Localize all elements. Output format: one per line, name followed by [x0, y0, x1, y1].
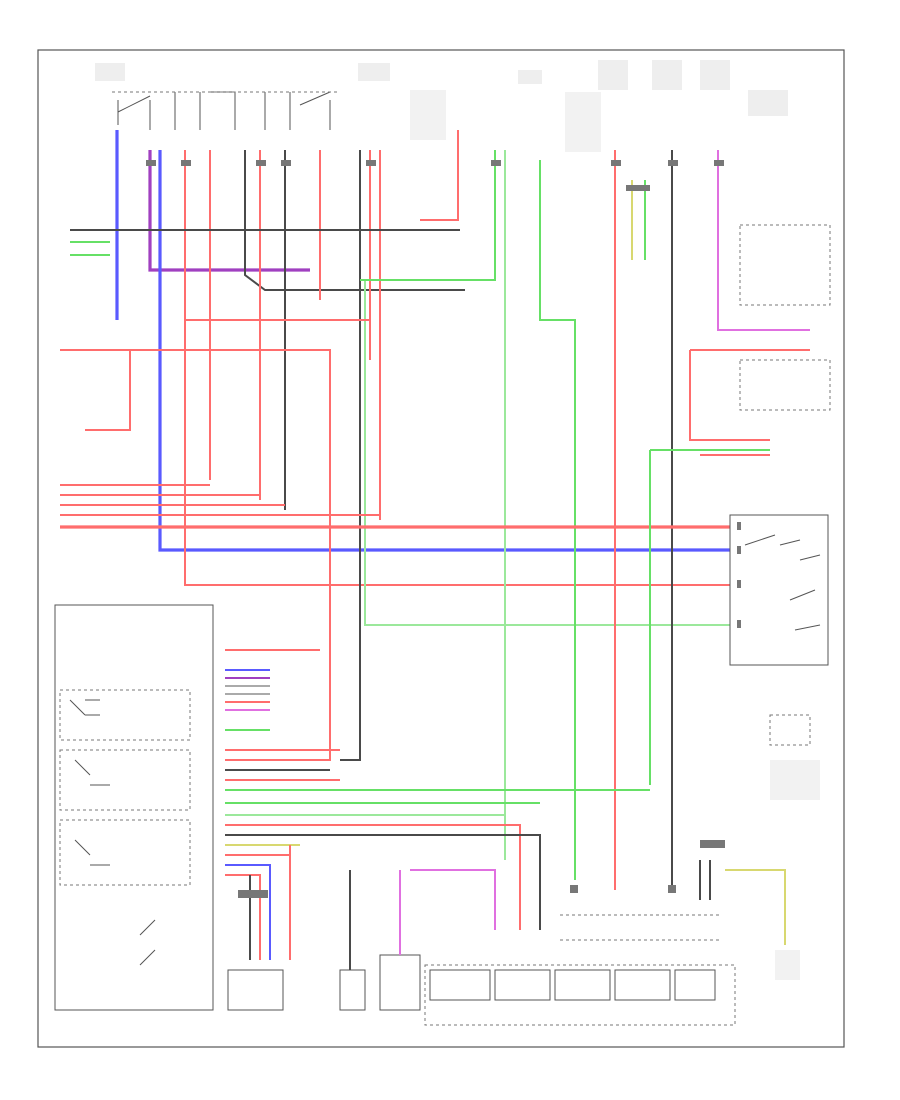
right-side-wires — [649, 349, 810, 785]
bottom-components — [227, 860, 800, 1026]
module-output-wires — [225, 649, 650, 960]
connector-marks — [146, 160, 725, 898]
top-vertical-wires — [115, 130, 810, 890]
top-labels — [95, 60, 788, 152]
top-switch-group — [112, 91, 340, 130]
right-info-boxes — [739, 224, 831, 800]
main-horizontal-wires — [60, 484, 740, 529]
left-control-module — [54, 604, 214, 1011]
upper-bus — [60, 229, 460, 761]
combination-switch-box — [729, 514, 829, 666]
diagram-frame — [37, 49, 845, 1048]
